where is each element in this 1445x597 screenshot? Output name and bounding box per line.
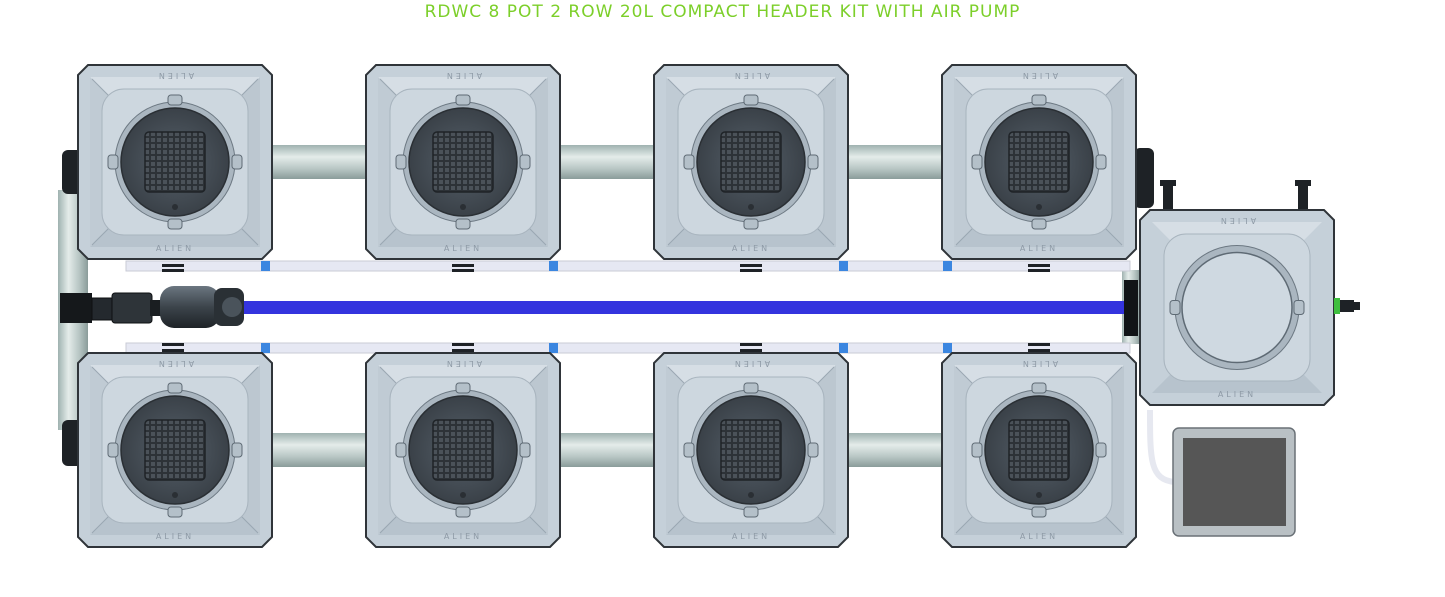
connector (261, 343, 270, 353)
line-clips (162, 264, 1050, 352)
air-line (244, 301, 1130, 314)
kit-title: RDWC 8 POT 2 ROW 20L COMPACT HEADER KIT … (424, 2, 1021, 22)
brand-label: ALIEN (1020, 532, 1058, 541)
brand-label: ALIEN (1020, 71, 1058, 80)
air-tube (1147, 409, 1176, 485)
brand-label: ALIEN (732, 71, 770, 80)
top-pipe-1 (268, 145, 370, 179)
brand-label: ALIEN (156, 244, 194, 253)
air-line-end-cap (1124, 280, 1138, 336)
connector (549, 343, 558, 353)
right-elbow-top (1134, 148, 1154, 208)
bottom-pipe-2 (556, 433, 658, 467)
brand-label: ALIEN (732, 244, 770, 253)
brand-label: ALIEN (444, 71, 482, 80)
pot-array: ALIENALIENALIENALIENALIENALIENALIENALIEN… (77, 64, 1137, 548)
connector (839, 343, 848, 353)
connector (943, 343, 952, 353)
brand-label: ALIEN (1218, 216, 1256, 225)
connector (261, 261, 270, 271)
pot-bottom-4: ALIEN ALIEN (941, 352, 1137, 548)
brand-label: ALIEN (156, 71, 194, 80)
bottom-pipe-3 (844, 433, 946, 467)
air-line-assembly (60, 280, 1138, 336)
connector (839, 261, 848, 271)
brand-label: ALIEN (444, 244, 482, 253)
connector (943, 261, 952, 271)
brand-label: ALIEN (1020, 359, 1058, 368)
feed-connectors (261, 261, 952, 353)
left-tee-fitting (60, 293, 92, 323)
feed-line-bottom (125, 342, 1131, 354)
brand-label: ALIEN (156, 359, 194, 368)
top-pipe-3 (844, 145, 946, 179)
brand-label: ALIEN (156, 532, 194, 541)
brand-label: ALIEN (1218, 390, 1256, 399)
air-pump (1147, 409, 1296, 537)
pot-top-3: ALIEN ALIEN (653, 64, 849, 260)
pot-bottom-2: ALIEN ALIEN (365, 352, 561, 548)
pot-top-2: ALIEN ALIEN (365, 64, 561, 260)
brand-label: ALIEN (444, 359, 482, 368)
pipe-network (58, 145, 1154, 467)
drain-valve (91, 292, 162, 324)
brand-label: ALIEN (1020, 244, 1058, 253)
feed-line-top (125, 260, 1131, 272)
brand-label: ALIEN (732, 359, 770, 368)
connector (549, 261, 558, 271)
brand-label: ALIEN (732, 532, 770, 541)
water-pump (160, 286, 244, 328)
top-pipe-2 (556, 145, 658, 179)
header-tank: ALIEN ALIEN (1139, 180, 1360, 406)
bottom-pipe-1 (268, 433, 370, 467)
pot-bottom-3: ALIEN ALIEN (653, 352, 849, 548)
pot-bottom-1: ALIEN ALIEN (77, 352, 273, 548)
pot-top-1: ALIEN ALIEN (77, 64, 273, 260)
pot-top-4: ALIEN ALIEN (941, 64, 1137, 260)
feed-lines (125, 260, 1131, 354)
brand-label: ALIEN (444, 532, 482, 541)
